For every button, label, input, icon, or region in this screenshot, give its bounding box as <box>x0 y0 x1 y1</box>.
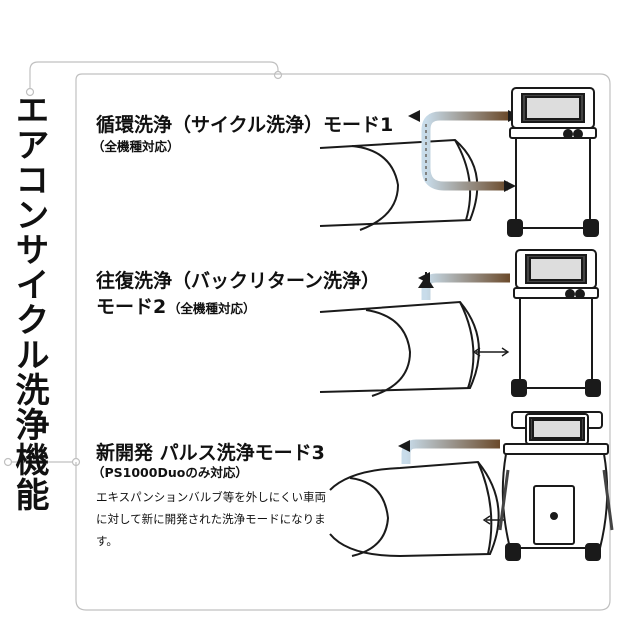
pipe-mode3 <box>329 460 500 558</box>
flow-mode2 <box>418 272 510 357</box>
machine-1 <box>507 87 599 237</box>
mode3-title: 新開発 パルス洗浄モード3 <box>96 442 325 464</box>
mode3-note: （PS1000Duoのみ対応） <box>92 465 248 480</box>
pipe-mode2 <box>319 300 480 397</box>
mode1-note: （全機種対応） <box>92 139 180 154</box>
mode2-title-line1: 往復洗浄（バックリターン洗浄） <box>96 270 381 292</box>
machine-3 <box>498 411 614 561</box>
side-title: エアコンサイクル洗浄機能 <box>9 92 49 512</box>
mode1-title: 循環洗浄（サイクル洗浄）モード1 <box>96 114 394 136</box>
mode2-title-line2: モード2 <box>96 296 167 318</box>
mode2-note: （全機種対応） <box>168 301 256 316</box>
mode3-description: エキスパンションバルブ等を外しにくい車両に対して新に開発された洗浄モードになりま… <box>96 486 326 552</box>
machine-2 <box>511 249 601 397</box>
connector-frame <box>3 61 611 611</box>
pipe-mode1 <box>319 138 479 231</box>
